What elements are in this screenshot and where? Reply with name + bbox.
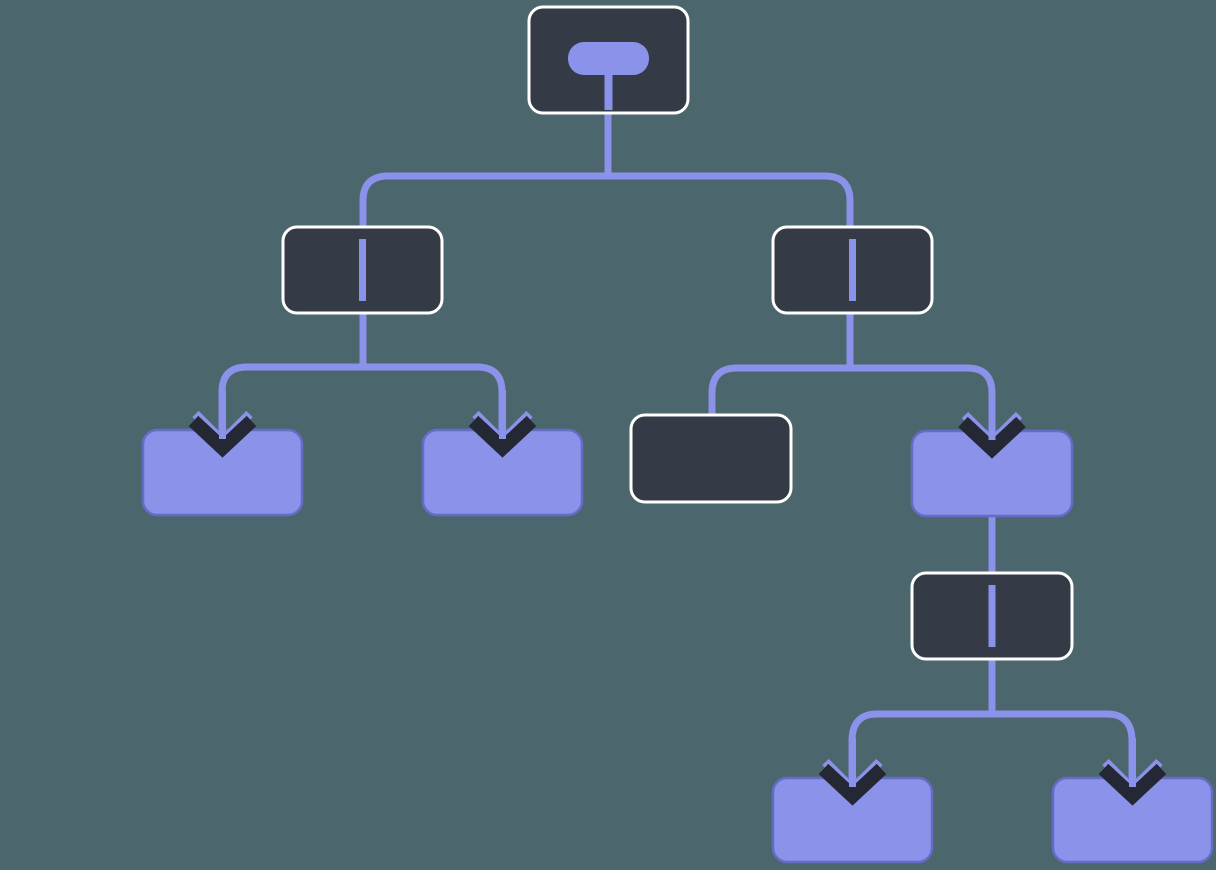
arrowhead-black-chevron — [818, 763, 887, 806]
arrowhead-black-chevron — [468, 415, 537, 458]
arrowhead-icon — [818, 738, 887, 806]
arrowhead-black-chevron — [1098, 763, 1167, 806]
arrowhead-icon — [1098, 738, 1167, 806]
arrowhead-icon — [188, 390, 257, 458]
tree-node-dark-leaf[interactable] — [629, 413, 793, 504]
connector-line-right-branch-bar — [708, 364, 996, 442]
connector-line-level1-bar — [359, 172, 854, 232]
arrowhead-black-chevron — [188, 415, 257, 458]
connector-line-lower-bar — [848, 710, 1136, 790]
root-pill-stem-icon — [604, 69, 613, 110]
root-pill-icon — [568, 42, 649, 75]
arrowhead-icon — [958, 391, 1026, 459]
arrowhead-icon — [468, 390, 537, 458]
arrowhead-black-chevron — [958, 416, 1026, 459]
connector-line-left-branch-bar — [218, 363, 506, 442]
